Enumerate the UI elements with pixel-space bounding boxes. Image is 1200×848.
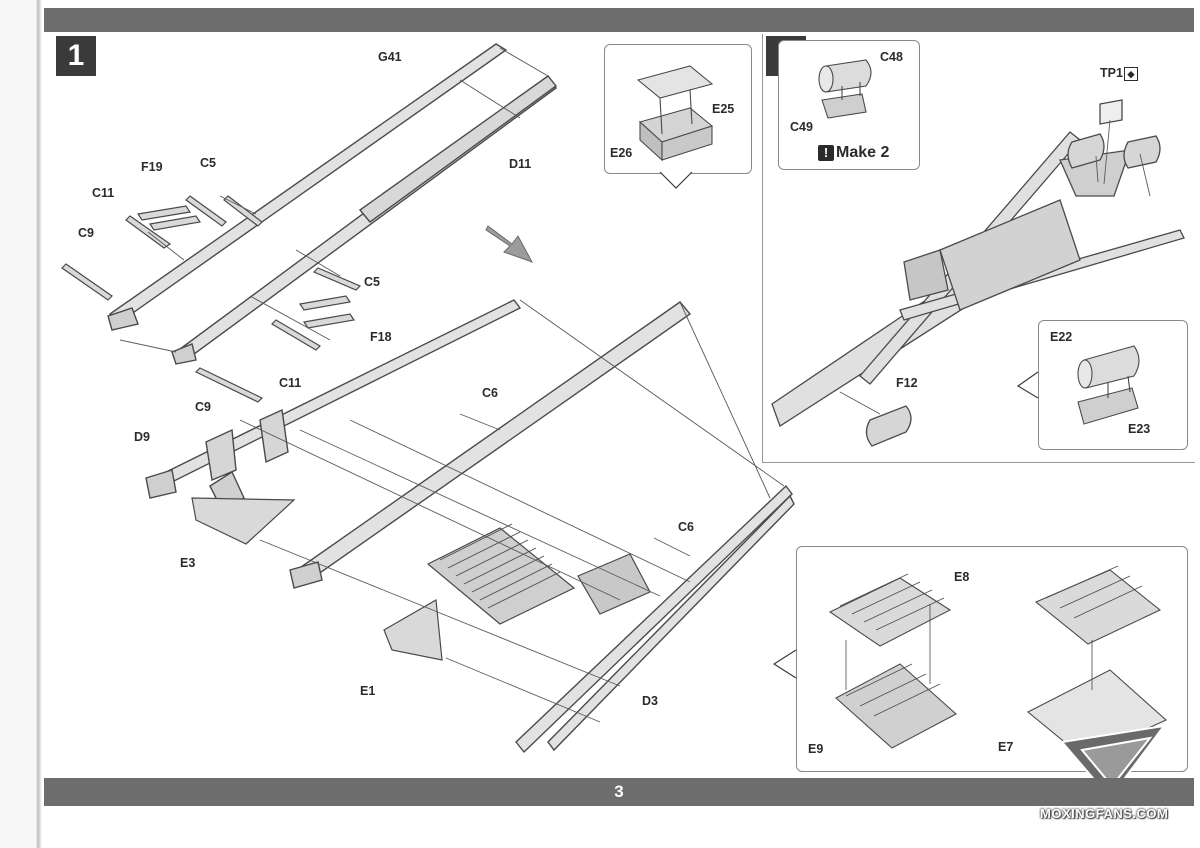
label-f18: F18 [370,330,392,344]
label-c11-bottom: C11 [279,376,302,390]
upper-guide-lines [119,47,549,353]
label-c6-right: C6 [678,520,694,534]
label-f12: F12 [896,376,918,390]
label-e22: E22 [1050,330,1073,344]
label-e8: E8 [954,570,970,584]
label-e3: E3 [180,556,196,570]
step-2-panel-frame [762,34,1195,463]
transparent-part-icon: ◆ [1123,66,1138,81]
footer-bar: 3 [44,778,1194,806]
page-number: 3 [614,782,624,801]
crate-callout-pointer [659,171,693,189]
page-binding-edge [0,0,44,848]
tank-callout-art [1077,345,1140,425]
label-c48: C48 [880,50,903,64]
watermark-text: MOXINGFANS.COM [1040,806,1169,821]
label-e25: E25 [712,102,735,116]
warning-icon: ! [818,145,834,161]
label-c5-top: C5 [200,156,216,170]
crate-callout-art [636,65,714,162]
make-2-note: !Make 2 [818,144,889,162]
tank-rack-callout-pointer [772,649,797,679]
upper-frame-rails [107,43,558,365]
label-d3: D3 [642,694,658,708]
label-tp1-text: TP1 [1100,66,1123,80]
label-g41: G41 [378,50,402,64]
step-1-badge: 1 [56,36,96,76]
lower-tank-lines [439,523,561,609]
label-c11-top: C11 [92,186,115,200]
label-f19: F19 [141,160,163,174]
label-c5-right: C5 [364,275,380,289]
label-c6-mid: C6 [482,386,498,400]
label-tp1: TP1◆ [1100,66,1138,81]
label-e7: E7 [998,740,1014,754]
direction-arrow [485,225,534,263]
label-c9-bottom: C9 [195,400,211,414]
step-2-frame-art [771,99,1185,447]
label-d9: D9 [134,430,150,444]
tank-callout-box [1038,320,1188,450]
step-2-guide-lines [839,119,1151,415]
watermark-logo [1060,724,1167,800]
header-bar [44,8,1194,32]
label-e26: E26 [610,146,633,160]
cylinder-callout-art [818,59,872,119]
tank-callout-pointer [1016,371,1039,399]
label-c9-left: C9 [78,226,94,240]
label-e1: E1 [360,684,376,698]
make-2-text: Make 2 [836,144,890,161]
lower-panels [191,497,651,661]
upper-small-parts [61,195,362,403]
lower-guide-lines [239,299,785,723]
label-e9: E9 [808,742,824,756]
lower-frame-assembly [145,299,795,754]
label-e23: E23 [1128,422,1151,436]
label-c49: C49 [790,120,813,134]
label-d11: D11 [509,157,532,171]
tank-rack-lines [839,565,1143,717]
